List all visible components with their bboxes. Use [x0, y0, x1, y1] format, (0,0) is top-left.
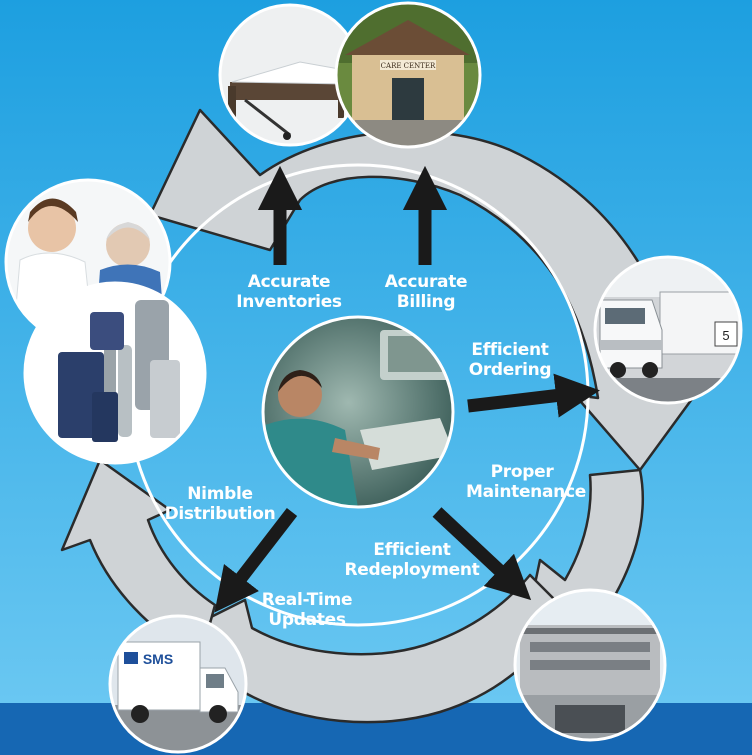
label-efficient-redeployment: Efficient Redeployment	[342, 540, 482, 580]
arrow-to-truck	[467, 373, 600, 418]
label-line: Proper	[490, 462, 554, 482]
label-line: Billing	[396, 292, 456, 312]
care-center-building-photo: CARE CENTER	[334, 1, 482, 149]
dock-number-text: 5	[722, 328, 729, 343]
label-line: Maintenance	[466, 482, 586, 502]
care-center-sign	[380, 60, 436, 70]
sms-delivery-truck-photo: SMS	[108, 614, 248, 754]
label-efficient-ordering: Efficient Ordering	[465, 340, 555, 380]
label-line: Accurate	[247, 272, 331, 292]
label-line: Ordering	[468, 360, 552, 380]
sms-logo-text: SMS	[143, 651, 173, 667]
oxygen-concentrators-photo	[23, 281, 207, 465]
hospital-bed-photo	[218, 3, 362, 147]
label-line: Accurate	[384, 272, 468, 292]
label-accurate-billing: Accurate Billing	[380, 272, 472, 312]
label-line: Distribution	[164, 504, 276, 524]
label-line: Updates	[268, 610, 346, 630]
direction-arrows	[214, 165, 600, 613]
label-real-time-updates: Real-Time Updates	[256, 590, 358, 630]
label-nimble-distribution: Nimble Distribution	[160, 484, 280, 524]
label-proper-maintenance: Proper Maintenance	[466, 462, 586, 502]
care-center-sign-text: CARE CENTER	[381, 62, 436, 70]
label-line: Redeployment	[344, 560, 480, 580]
label-line: Efficient	[471, 340, 549, 360]
operator-with-headset-photo	[261, 315, 455, 509]
arrow-to-warehouse	[432, 507, 532, 601]
arrow-to-sms-truck	[214, 508, 298, 613]
label-accurate-inventories: Accurate Inventories	[234, 272, 344, 312]
label-line: Real-Time	[261, 590, 353, 610]
label-line: Efficient	[373, 540, 451, 560]
label-line: Nimble	[187, 484, 253, 504]
warehouse-building-photo	[513, 588, 667, 742]
label-line: Inventories	[236, 292, 342, 312]
